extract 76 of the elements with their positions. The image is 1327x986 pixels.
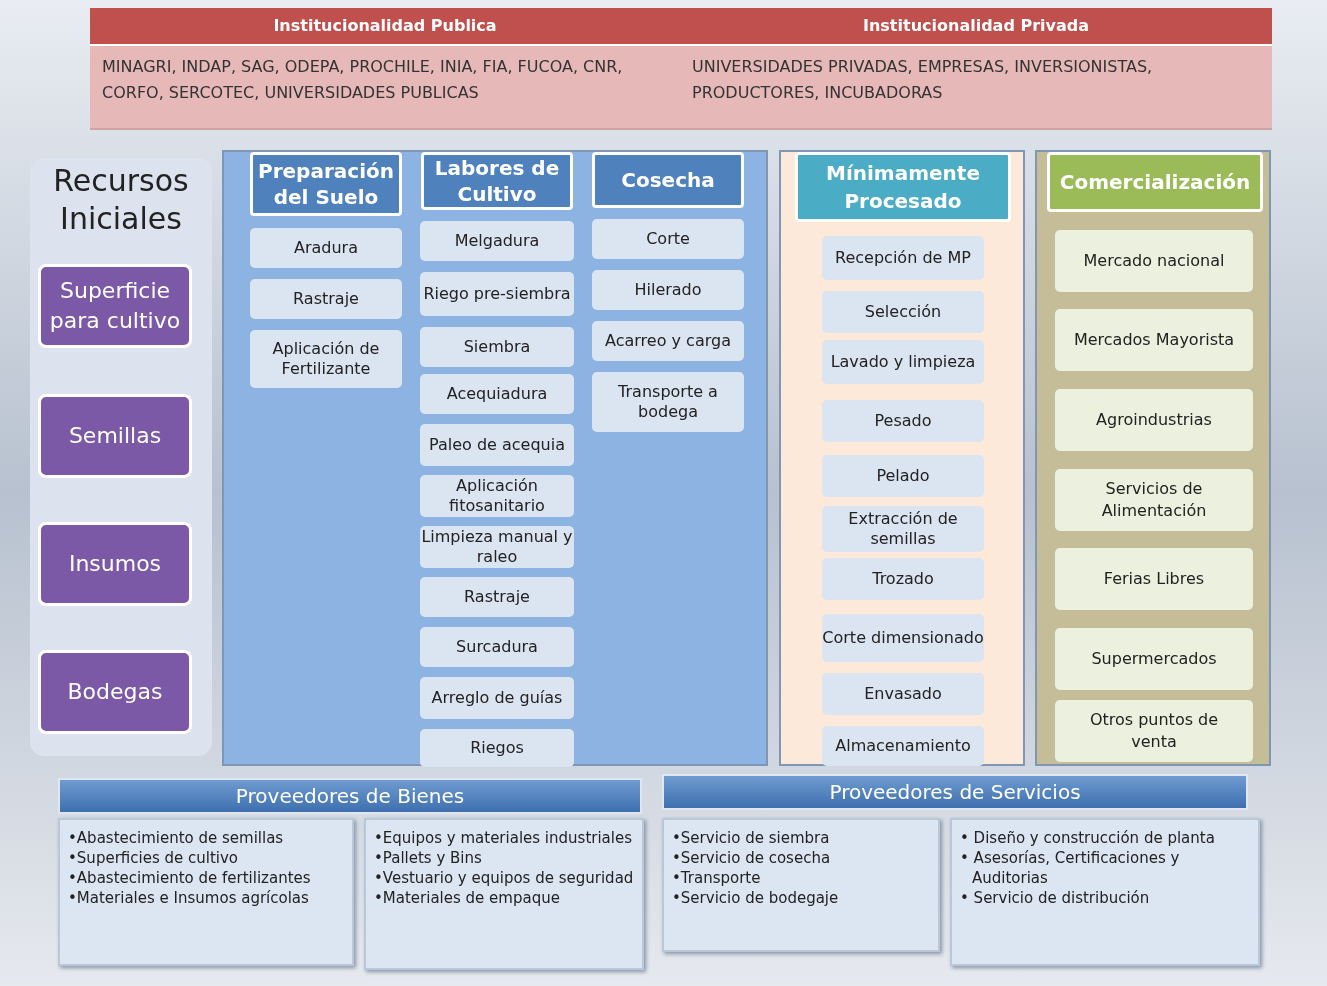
resources-panel [30, 158, 212, 756]
process-box: Servicios de Alimentación [1055, 469, 1253, 531]
panel-title: Recursos Iniciales [52, 162, 190, 238]
process-box: Mercado nacional [1055, 230, 1253, 292]
header-band: Proveedores de Bienes [58, 778, 642, 814]
bullet-item: • Diseño y construcción de planta [960, 828, 1216, 848]
panel-background [1035, 150, 1271, 766]
process-box: Ferias Libres [1055, 548, 1253, 610]
process-box: Melgadura [420, 221, 574, 261]
process-box: Rastraje [420, 577, 574, 617]
process-box: Aplicación de Fertilizante [250, 330, 402, 388]
bullet-list-box [662, 818, 940, 952]
process-box: Acequiadura [420, 374, 574, 414]
process-box: Riego pre-siembra [420, 272, 574, 316]
process-box: Aplicación fitosanitario [420, 475, 574, 517]
bullet-item: •Pallets y Bins [374, 848, 483, 868]
process-box: Siembra [420, 327, 574, 367]
bullet-list-box [58, 818, 354, 966]
category-box: Bodegas [38, 650, 192, 734]
category-box: Semillas [38, 394, 192, 478]
column-header: Preparación del Suelo [250, 152, 402, 216]
bullet-item: • Asesorías, Certificaciones y Auditorias [960, 848, 1181, 888]
process-box: Pesado [822, 400, 984, 442]
process-box: Arreglo de guías [420, 677, 574, 719]
bullet-list-box [364, 818, 644, 970]
bullet-item: •Abastecimiento de fertilizantes [68, 868, 312, 888]
process-box: Otros puntos de venta [1055, 700, 1253, 762]
institution-panel [90, 8, 680, 130]
process-box: Trozado [822, 558, 984, 600]
bullet-item: •Equipos y materiales industriales [374, 828, 633, 848]
bullet-item: • Servicio de distribución [960, 888, 1151, 908]
category-box: Insumos [38, 522, 192, 606]
process-box: Riegos [420, 729, 574, 767]
column-header: Cosecha [592, 152, 744, 208]
process-box: Envasado [822, 673, 984, 715]
process-box: Recepción de MP [822, 236, 984, 280]
panel-background [779, 150, 1025, 766]
category-box: Superficie para cultivo [38, 264, 192, 348]
bullet-item: •Vestuario y equipos de seguridad [374, 868, 634, 888]
column-header: Mínimamente Procesado [795, 152, 1011, 222]
panel-background [222, 150, 768, 766]
bullet-item: •Abastecimiento de semillas [68, 828, 285, 848]
header-band: Proveedores de Servicios [662, 774, 1248, 810]
process-box: Paleo de acequia [420, 424, 574, 466]
column-header: Comercialización [1047, 152, 1263, 212]
process-box: Transporte a bodega [592, 372, 744, 432]
header-band: Institucionalidad Privada [680, 8, 1272, 46]
process-box: Hilerado [592, 270, 744, 310]
organization-list: MINAGRI, INDAP, SAG, ODEPA, PROCHILE, INIA, FIA, FUCOA, CNR, CORFO, SERCOTEC, UNIVERSIDADES PUBLICAS [90, 46, 680, 106]
process-box: Selección [822, 291, 984, 333]
bullet-item: •Servicio de siembra [672, 828, 831, 848]
bullet-item: •Servicio de bodegaje [672, 888, 840, 908]
bullet-item: •Materiales e Insumos agrícolas [68, 888, 310, 908]
organization-list: UNIVERSIDADES PRIVADAS, EMPRESAS, INVERSIONISTAS, PRODUCTORES, INCUBADORAS [680, 46, 1272, 106]
bullet-item: •Transporte [672, 868, 762, 888]
process-box: Pelado [822, 455, 984, 497]
bullet-item: •Materiales de empaque [374, 888, 561, 908]
process-box: Rastraje [250, 279, 402, 319]
bullet-item: •Servicio de cosecha [672, 848, 832, 868]
process-box: Surcadura [420, 627, 574, 667]
process-box: Supermercados [1055, 628, 1253, 690]
column-header: Labores de Cultivo [421, 152, 573, 210]
process-box: Limpieza manual y raleo [420, 526, 574, 568]
bullet-list-box [950, 818, 1260, 966]
process-box: Corte dimensionado [822, 614, 984, 662]
process-box: Aradura [250, 228, 402, 268]
header-band: Institucionalidad Publica [90, 8, 680, 46]
process-box: Agroindustrias [1055, 389, 1253, 451]
process-box: Mercados Mayorista [1055, 309, 1253, 371]
bullet-item: •Superficies de cultivo [68, 848, 239, 868]
process-box: Acarreo y carga [592, 321, 744, 361]
institution-panel [680, 8, 1272, 130]
process-box: Lavado y limpieza [822, 340, 984, 384]
process-box: Corte [592, 219, 744, 259]
process-box: Almacenamiento [822, 726, 984, 766]
process-box: Extracción de semillas [822, 506, 984, 552]
